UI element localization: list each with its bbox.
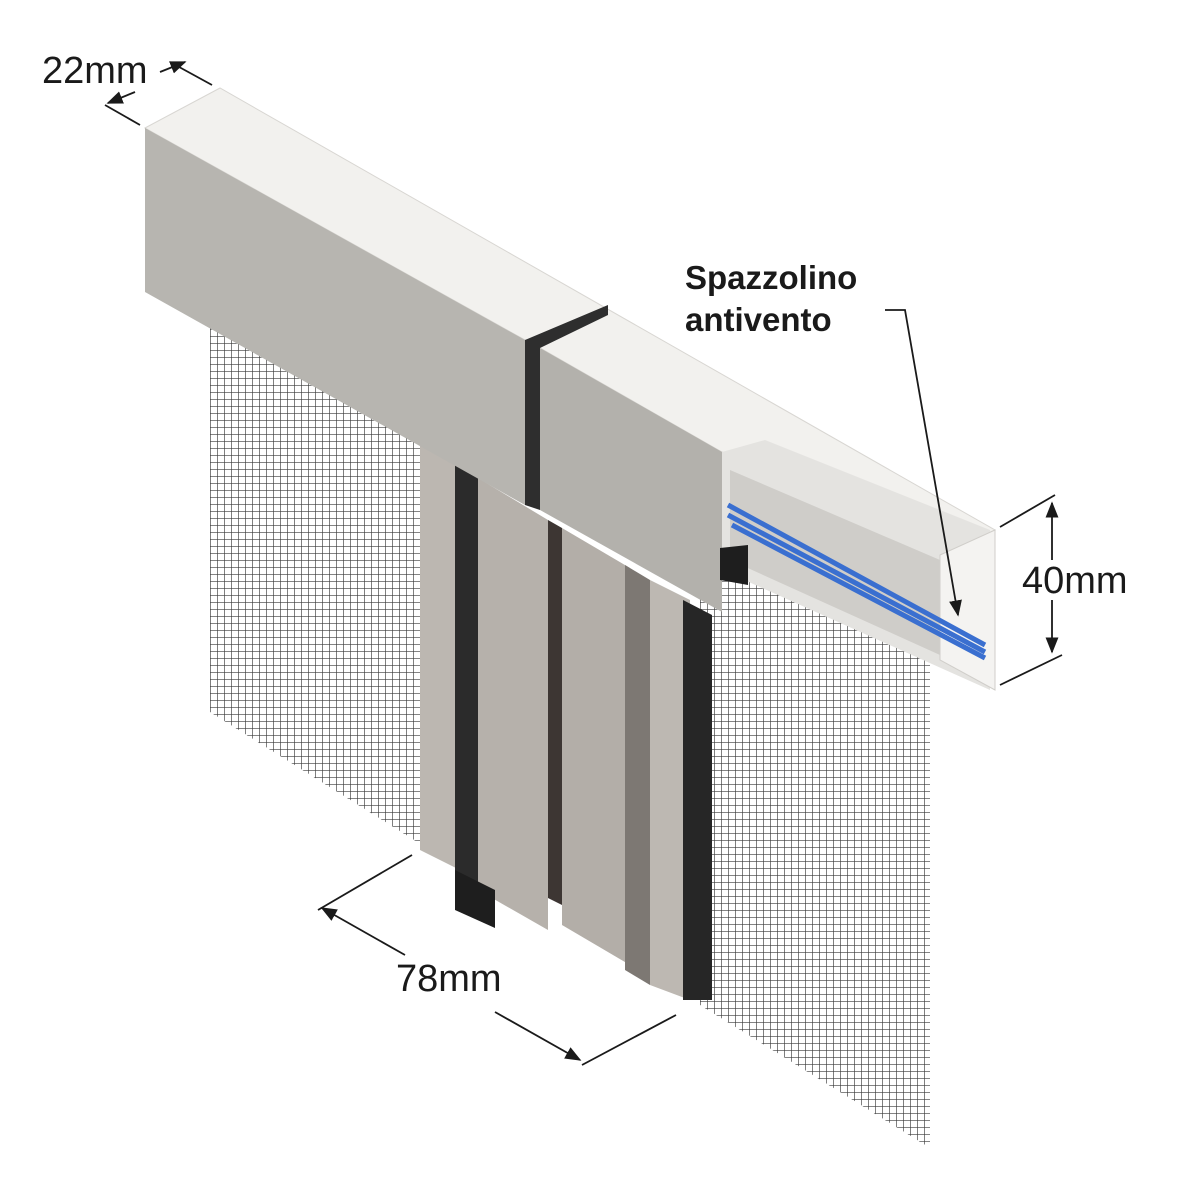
brush-callout: Spazzolino antivento [685,257,857,341]
top-rail [143,87,997,691]
rail-joint [525,305,608,510]
rail-front-right [540,348,722,612]
vertical-profiles [420,440,712,1000]
dimension-lines [104,61,1063,1066]
height-dimension-label: 40mm [1022,560,1128,602]
callout-line-1: Spazzolino [685,259,858,296]
right-mesh [700,560,930,1148]
callout-line-2: antivento [685,301,832,338]
rail-front-left [145,128,525,505]
windproof-brush [726,502,987,661]
brush-black-end [720,545,748,585]
left-mesh [210,318,430,850]
depth-dimension-label: 22mm [42,50,148,92]
width-dimension-label: 78mm [396,958,502,1000]
